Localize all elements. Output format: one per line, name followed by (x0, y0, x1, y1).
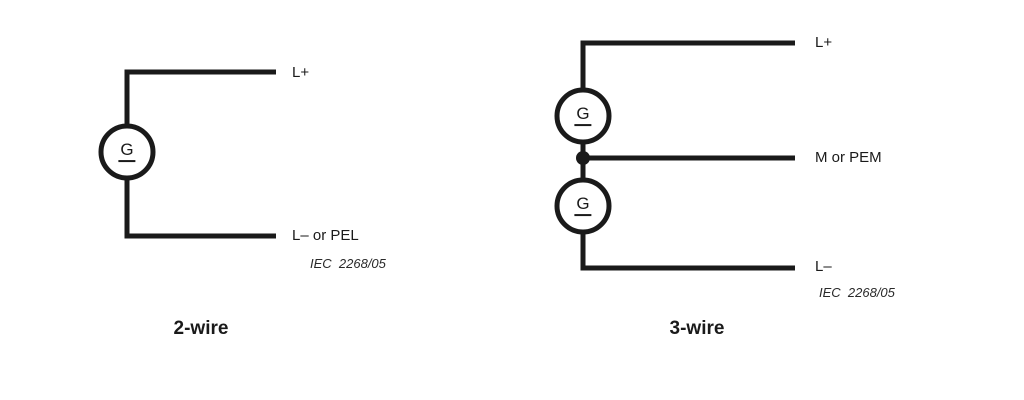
iec-caption-3wire: IEC 2268/05 (819, 285, 895, 300)
terminal-label-negative-2wire: L– or PEL (292, 227, 359, 244)
generator-symbol-3wire-top: G (574, 105, 592, 127)
diagram-2wire-wires (98, 69, 276, 239)
generator-symbol-2wire: G (118, 141, 136, 163)
terminal-label-positive-3wire: L+ (815, 34, 833, 51)
generator-circle-icon (98, 123, 156, 181)
diagram-3wire-wires (554, 40, 795, 271)
diagram-title-2wire: 2-wire (173, 318, 229, 339)
generator-circle-icon (554, 177, 612, 235)
junction-dot-icon (576, 151, 590, 165)
iec-caption-2wire: IEC 2268/05 (310, 256, 386, 271)
terminal-label-positive-2wire: L+ (292, 64, 310, 81)
generator-symbol-3wire-bottom: G (574, 195, 592, 217)
terminal-label-negative-3wire: L– (815, 258, 832, 275)
terminal-label-mid-3wire: M or PEM (815, 149, 882, 166)
generator-circle-icon (554, 87, 612, 145)
diagram-title-3wire: 3-wire (669, 318, 725, 339)
